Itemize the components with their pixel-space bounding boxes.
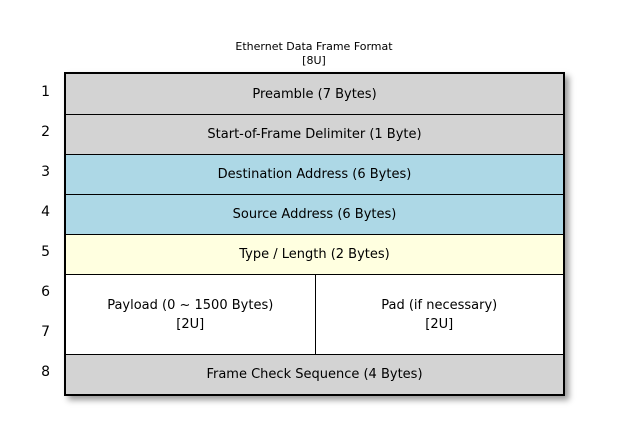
- table-row-fcs: Frame Check Sequence (4 Bytes): [66, 354, 563, 394]
- row-number-1: 1: [41, 84, 50, 100]
- row-number-column: 1 2 3 4 5 6 7 8: [0, 72, 56, 392]
- row-number-8: 8: [41, 364, 50, 380]
- diagram-title-block: Ethernet Data Frame Format [8U]: [0, 40, 628, 68]
- payload-label: Payload (0 ~ 1500 Bytes): [107, 297, 274, 313]
- table-row-source-address: Source Address (6 Bytes): [66, 194, 563, 234]
- table-row-type-length: Type / Length (2 Bytes): [66, 234, 563, 274]
- table-row-destination-address: Destination Address (6 Bytes): [66, 154, 563, 194]
- row-number-2: 2: [41, 124, 50, 140]
- pad-cell: Pad (if necessary) [2U]: [314, 275, 564, 354]
- row-number-4: 4: [41, 204, 50, 220]
- row-number-3: 3: [41, 164, 50, 180]
- table-row-preamble: Preamble (7 Bytes): [66, 74, 563, 114]
- pad-sublabel: [2U]: [425, 316, 454, 332]
- diagram-subtitle: [8U]: [302, 54, 326, 67]
- row-number-7: 7: [41, 324, 50, 340]
- pad-label: Pad (if necessary): [381, 297, 498, 313]
- row-number-6: 6: [41, 284, 50, 300]
- payload-sublabel: [2U]: [176, 316, 205, 332]
- table-row-sfd: Start-of-Frame Delimiter (1 Byte): [66, 114, 563, 154]
- payload-cell: Payload (0 ~ 1500 Bytes) [2U]: [66, 275, 315, 354]
- table-row-payload-pad: Payload (0 ~ 1500 Bytes) [2U] Pad (if ne…: [66, 274, 563, 354]
- row-number-5: 5: [41, 244, 50, 260]
- diagram-title: Ethernet Data Frame Format: [235, 40, 393, 53]
- frame-format-table: Preamble (7 Bytes) Start-of-Frame Delimi…: [64, 72, 565, 396]
